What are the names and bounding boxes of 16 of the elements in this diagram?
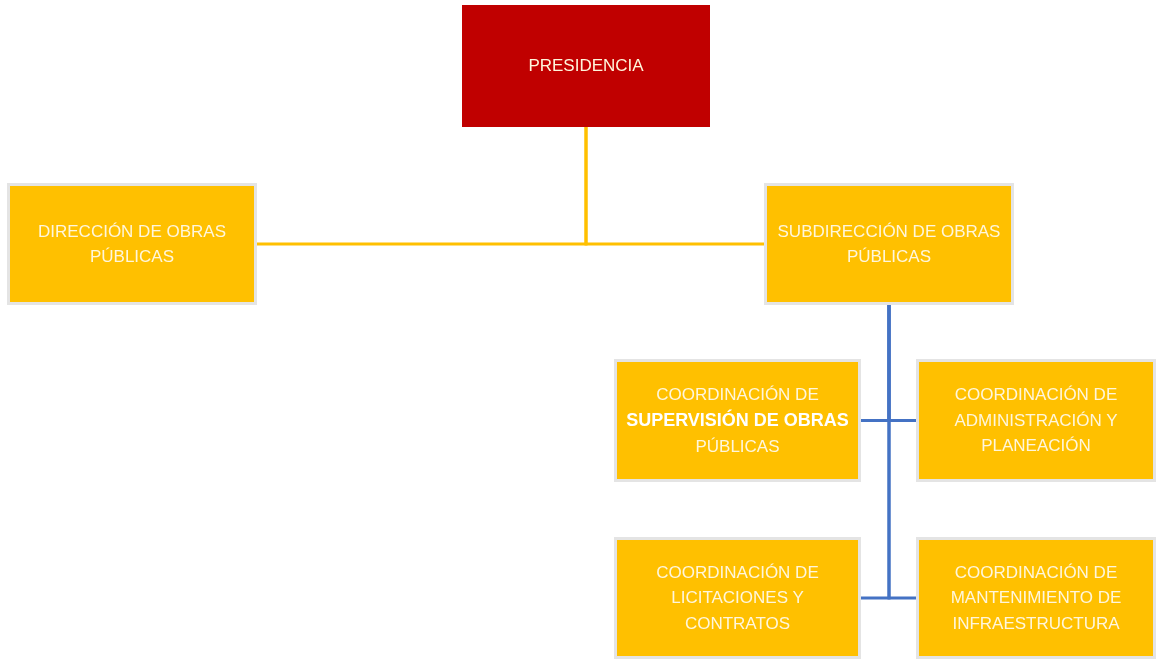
box-label: SUBDIRECCIÓN DE OBRAS PÚBLICAS (776, 220, 1002, 268)
box-label: COORDINACIÓN DE ADMINISTRACIÓN Y PLANEACIÓN (953, 384, 1119, 458)
box-label: COORDINACIÓN DE LICITACIONES Y CONTRATOS (655, 561, 820, 635)
box-label: PRESIDENCIA (528, 55, 644, 78)
unit-box (7, 183, 257, 305)
box-label: COORDINACIÓN DE MANTENIMIENTO DE INFRAESTRUCTURA (949, 561, 1123, 635)
connector-line (584, 127, 764, 246)
unit-box (614, 537, 861, 659)
top-box (462, 5, 710, 127)
connector-line (887, 305, 916, 600)
unit-box (916, 359, 1156, 482)
unit-box (614, 359, 861, 482)
box-label: COORDINACIÓN DE SUPERVISIÓN DE OBRAS PÚBLICAS (625, 383, 850, 458)
unit-box (764, 183, 1014, 305)
unit-box (916, 537, 1156, 659)
box-label: DIRECCIÓN DE OBRAS PÚBLICAS (37, 220, 227, 268)
